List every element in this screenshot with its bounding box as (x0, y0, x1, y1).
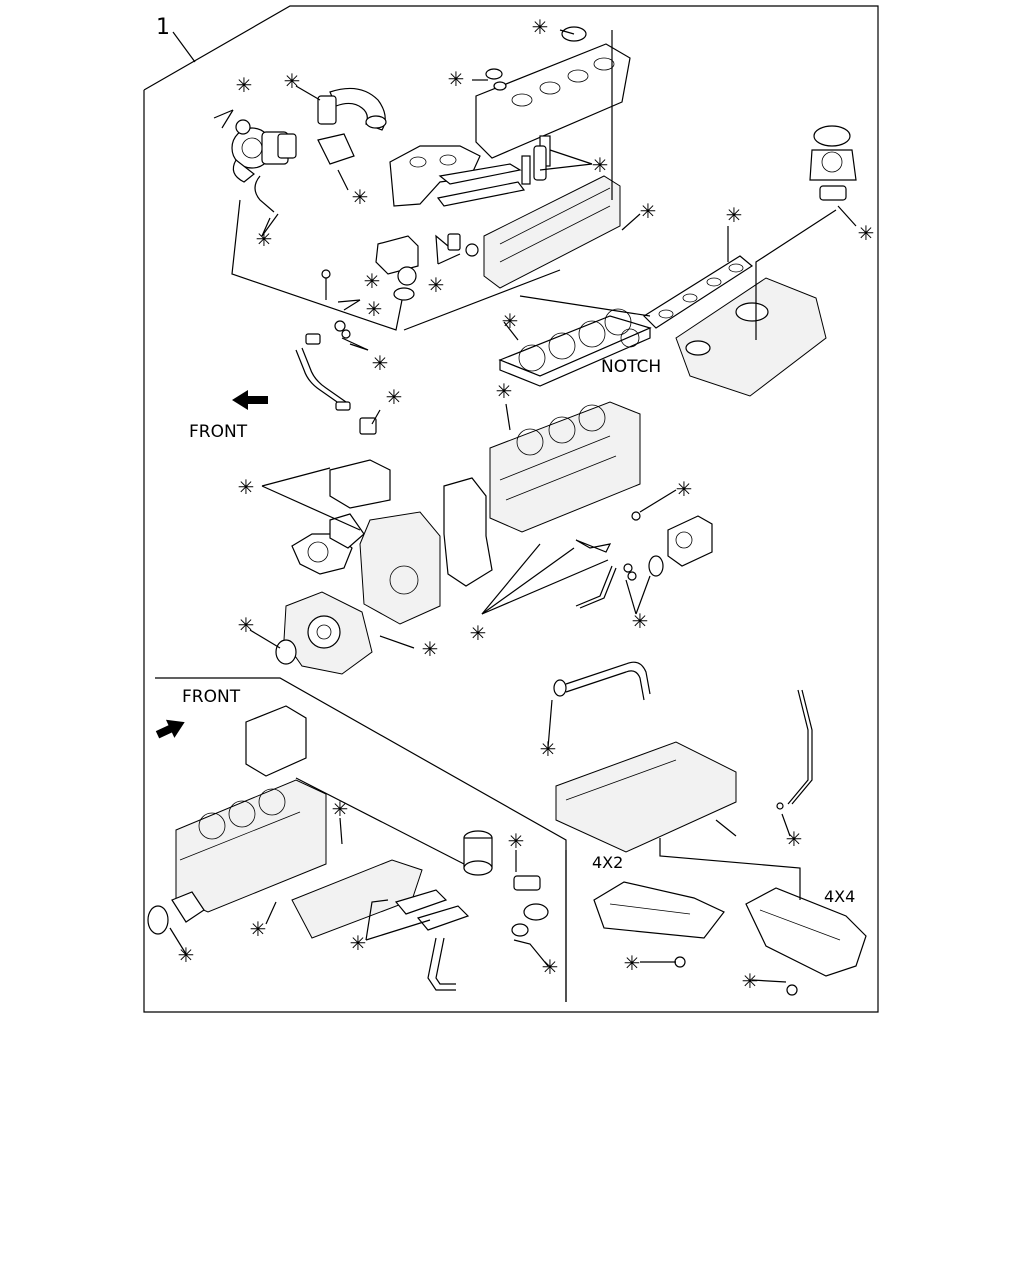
kit-marker-icon: ✳ (640, 199, 657, 223)
oil-pan-4x2 (593, 881, 725, 939)
fuel-pump-o-ring (648, 555, 664, 577)
oil-jet-fitting (575, 539, 612, 553)
exhaust-manifold-gasket (436, 163, 526, 207)
water-pump-gasket (329, 513, 365, 549)
cover-seal (485, 68, 507, 91)
cylinder-block (489, 401, 641, 533)
cylinder-head-gasket (498, 308, 652, 387)
kit-marker-icon: ✳ (250, 917, 267, 941)
kit-marker-icon: ✳ (508, 829, 525, 853)
diagram-frame (143, 5, 879, 1013)
kit-marker-icon: ✳ (624, 951, 641, 975)
fuel-injection-pump (667, 515, 713, 567)
oil-level-gauge-guide (776, 689, 813, 810)
oil-filter (463, 830, 493, 876)
kit-marker-icon: ✳ (496, 379, 513, 403)
fuel-pipe (575, 511, 641, 609)
oil-pressure-switch (511, 875, 549, 937)
kit-marker-icon: ✳ (332, 797, 349, 821)
upper-oil-pan (555, 741, 737, 853)
kit-marker-icon: ✳ (236, 73, 253, 97)
kit-marker-icon: ✳ (632, 609, 649, 633)
oil-cooler-gasket (394, 889, 470, 931)
timing-gear-case (359, 511, 441, 625)
kit-marker-icon: ✳ (428, 273, 445, 297)
turbo-oil-pipe (295, 333, 377, 435)
water-inlet-pipe (427, 937, 456, 991)
kit-markers: ✳ ✳ ✳ ✳ ✳ ✳ ✳ ✳ ✳ ✳ ✳ ✳ ✳ ✳ ✳ ✳ ✳ ✳ ✳ ✳ … (178, 15, 875, 993)
intake-manifold-gasket (643, 255, 754, 329)
kit-marker-icon: ✳ (502, 309, 519, 333)
exhaust-elbow (317, 87, 387, 131)
notch-indicator (620, 328, 640, 348)
kit-marker-icon: ✳ (284, 69, 301, 93)
kit-marker-icon: ✳ (256, 227, 273, 251)
kit-marker-icon: ✳ (366, 297, 383, 321)
injector (533, 145, 547, 181)
leader-lines (169, 29, 857, 983)
kit-marker-icon: ✳ (542, 955, 559, 979)
kit-marker-icon: ✳ (676, 477, 693, 501)
egr-valve (809, 125, 857, 201)
kit-marker-icon: ✳ (364, 269, 381, 293)
lower-head-cover (245, 705, 307, 777)
drain-plug-4x2 (674, 956, 686, 968)
egr-pipe (317, 133, 355, 165)
rear-oil-seal (147, 891, 205, 935)
cylinder-head-cover (475, 43, 631, 159)
kit-marker-icon: ✳ (238, 475, 255, 499)
front-arrow-top-icon (232, 390, 268, 410)
rocker-cover-gasket-top (329, 459, 391, 509)
glow-plug (447, 233, 479, 257)
timing-case-gasket (443, 477, 493, 587)
drain-plug-4x4 (786, 984, 798, 996)
kit-marker-icon: ✳ (422, 637, 439, 661)
thermostat-housing (375, 235, 419, 301)
front-cover (283, 591, 373, 675)
variant-4x2-label: 4X2 (592, 853, 623, 872)
water-pump (291, 533, 353, 575)
kit-marker-icon: ✳ (386, 385, 403, 409)
kit-marker-icon: ✳ (372, 351, 389, 375)
turbo-gasket (277, 133, 297, 159)
oil-pipe-bolts (321, 269, 351, 339)
oil-pan-4x4 (745, 887, 867, 977)
kit-marker-icon: ✳ (726, 203, 743, 227)
kit-marker-icon: ✳ (742, 969, 759, 993)
kit-marker-icon: ✳ (592, 153, 609, 177)
intake-manifold (675, 277, 827, 397)
kit-marker-icon: ✳ (238, 613, 255, 637)
front-oil-seal (275, 639, 297, 665)
kit-marker-icon: ✳ (448, 67, 465, 91)
front-label-bottom: FRONT (182, 687, 241, 707)
kit-marker-icon: ✳ (786, 827, 803, 851)
kit-marker-icon: ✳ (532, 15, 549, 39)
oil-cooler (291, 859, 423, 939)
item-number-callout: 1 (156, 15, 170, 40)
kit-marker-icon: ✳ (470, 621, 487, 645)
front-label-top: FRONT (189, 422, 248, 442)
front-arrow-bottom-icon (155, 719, 185, 739)
lower-cylinder-block (175, 779, 327, 913)
kit-marker-icon: ✳ (352, 185, 369, 209)
kit-marker-icon: ✳ (858, 221, 875, 245)
kit-marker-icon: ✳ (350, 931, 367, 955)
notch-label: NOTCH (601, 357, 661, 377)
oil-strainer (553, 661, 651, 701)
variant-4x4-label: 4X4 (824, 887, 855, 906)
kit-marker-icon: ✳ (178, 943, 195, 967)
kit-marker-icon: ✳ (540, 737, 557, 761)
